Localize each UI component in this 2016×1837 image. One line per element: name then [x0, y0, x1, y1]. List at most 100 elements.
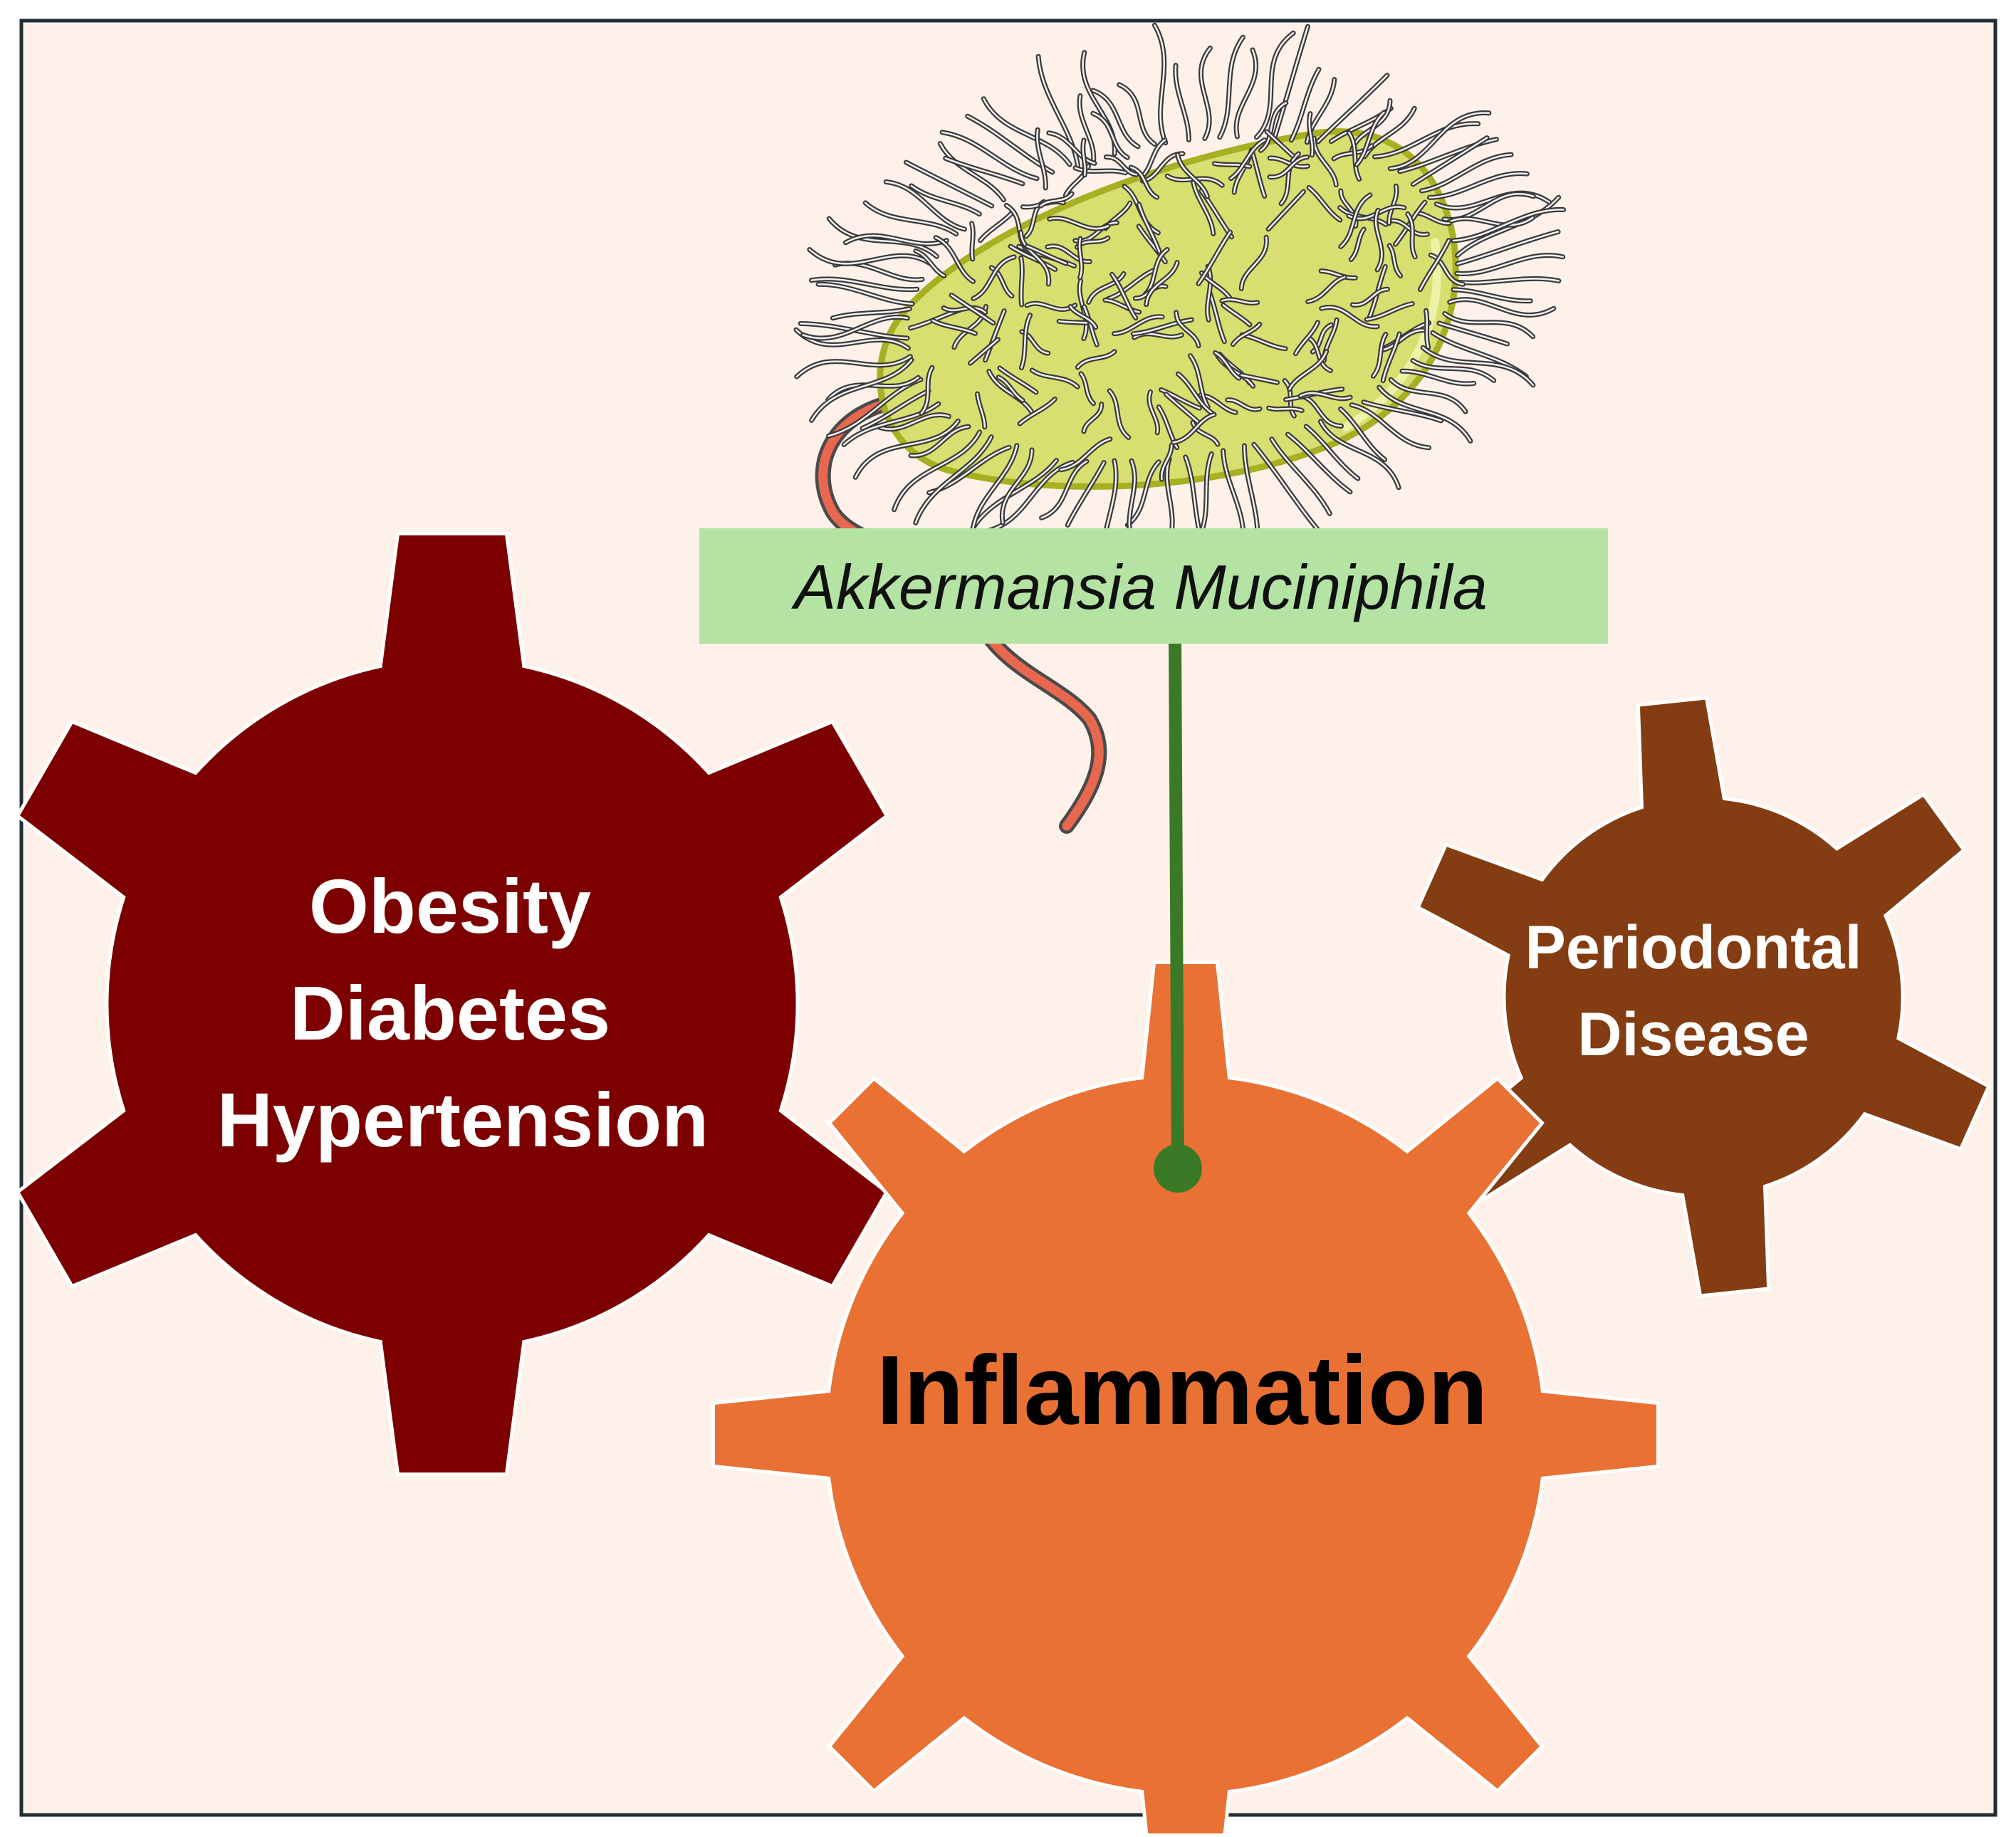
- pilus: [1307, 276, 1346, 303]
- gear-inflammation-shape: [711, 961, 1660, 1837]
- gear-periodontal-line-2: Disease: [1577, 1000, 1809, 1069]
- pilus: [1241, 374, 1278, 384]
- pilus: [1154, 24, 1167, 144]
- pilus: [1176, 153, 1208, 198]
- pilus: [1026, 245, 1067, 265]
- pilus: [1305, 425, 1359, 480]
- pilus: [1129, 166, 1158, 199]
- pilus: [997, 376, 1024, 402]
- pilus: [1145, 261, 1179, 305]
- pilus: [845, 234, 948, 245]
- pilus: [1046, 245, 1091, 263]
- pilus: [1447, 216, 1534, 226]
- pilus: [873, 414, 950, 430]
- pilus: [1208, 292, 1226, 342]
- pilus: [1401, 370, 1476, 385]
- pilus: [1429, 172, 1528, 199]
- pilus: [1382, 333, 1401, 382]
- pilus: [1160, 389, 1201, 409]
- gear-metabolic: Obesity Diabetes Hypertension: [15, 531, 889, 1477]
- pilus: [1226, 399, 1261, 411]
- organism-label-box: [699, 528, 1608, 644]
- pilus: [1083, 305, 1098, 346]
- pilus: [828, 217, 938, 258]
- pilus: [1040, 460, 1088, 519]
- pilus: [1009, 245, 1056, 271]
- pilus: [854, 420, 959, 478]
- pilus: [1348, 131, 1360, 180]
- pilus: [1111, 273, 1137, 319]
- pilus: [1260, 102, 1288, 152]
- pilus: [1197, 231, 1231, 285]
- pilus: [1092, 112, 1129, 159]
- connector-dot: [1154, 1144, 1202, 1193]
- pilus: [914, 436, 993, 524]
- pilus: [1222, 304, 1251, 326]
- pilus: [983, 98, 1071, 166]
- pilus: [1406, 213, 1416, 258]
- pilus: [972, 256, 1015, 300]
- pilus: [984, 310, 1006, 362]
- pilus: [1080, 372, 1095, 404]
- pilus: [1412, 137, 1488, 186]
- pilus: [1307, 187, 1341, 221]
- organism-label: Akkermansia Muciniphila: [790, 552, 1487, 622]
- pilus: [914, 250, 946, 277]
- pilus: [1362, 401, 1442, 422]
- pilus: [941, 131, 1038, 179]
- pilus: [1189, 355, 1209, 408]
- pilus: [1352, 288, 1389, 306]
- pilus: [1141, 139, 1166, 178]
- pilus: [1078, 95, 1095, 162]
- pilus: [1235, 48, 1257, 138]
- bacterium-pili: [793, 22, 1567, 585]
- pilus: [1031, 369, 1079, 388]
- pilus: [1082, 403, 1103, 433]
- gear-inflammation-label: Inflammation: [877, 1336, 1488, 1445]
- pilus: [1389, 378, 1467, 413]
- pilus: [795, 328, 909, 350]
- pilus: [1411, 360, 1495, 382]
- pilus: [1452, 209, 1565, 242]
- pilus: [1456, 196, 1560, 256]
- pilus: [1214, 352, 1240, 380]
- pilus: [1191, 422, 1219, 446]
- pilus: [1308, 112, 1314, 157]
- pilus: [1438, 322, 1508, 345]
- pilus: [1107, 268, 1156, 300]
- pilus: [1165, 393, 1199, 423]
- pilus: [1399, 138, 1498, 173]
- pilus: [1365, 303, 1414, 320]
- pilus: [1295, 321, 1319, 355]
- pilus: [1350, 404, 1430, 449]
- pilus: [1048, 132, 1096, 164]
- gear-periodontal-shape: [1415, 696, 1992, 1298]
- pilus: [1221, 298, 1258, 304]
- gear-periodontal: Periodontal Disease: [1415, 696, 1992, 1298]
- pilus: [1425, 310, 1429, 349]
- pilus: [939, 142, 1005, 201]
- pilus: [1020, 256, 1023, 306]
- pilus: [1287, 433, 1352, 493]
- pilus: [1137, 225, 1166, 263]
- bacterium-highlight: [1342, 238, 1441, 431]
- pilus: [1092, 89, 1139, 148]
- pilus: [1374, 209, 1383, 271]
- pilus: [942, 307, 987, 314]
- pilus: [810, 359, 913, 422]
- gear-metabolic-line-2: Diabetes: [290, 970, 610, 1056]
- pilus: [1268, 407, 1303, 412]
- pilus: [1419, 239, 1450, 291]
- pilus: [884, 181, 966, 231]
- pilus: [1036, 128, 1047, 189]
- pilus: [1020, 231, 1050, 286]
- pilus: [1299, 392, 1352, 399]
- pilus: [1132, 318, 1193, 335]
- pilus: [1290, 68, 1320, 142]
- gear-inflammation: Inflammation: [711, 961, 1660, 1837]
- pilus: [1389, 112, 1490, 170]
- pilus: [1339, 408, 1386, 461]
- pilus: [808, 248, 931, 265]
